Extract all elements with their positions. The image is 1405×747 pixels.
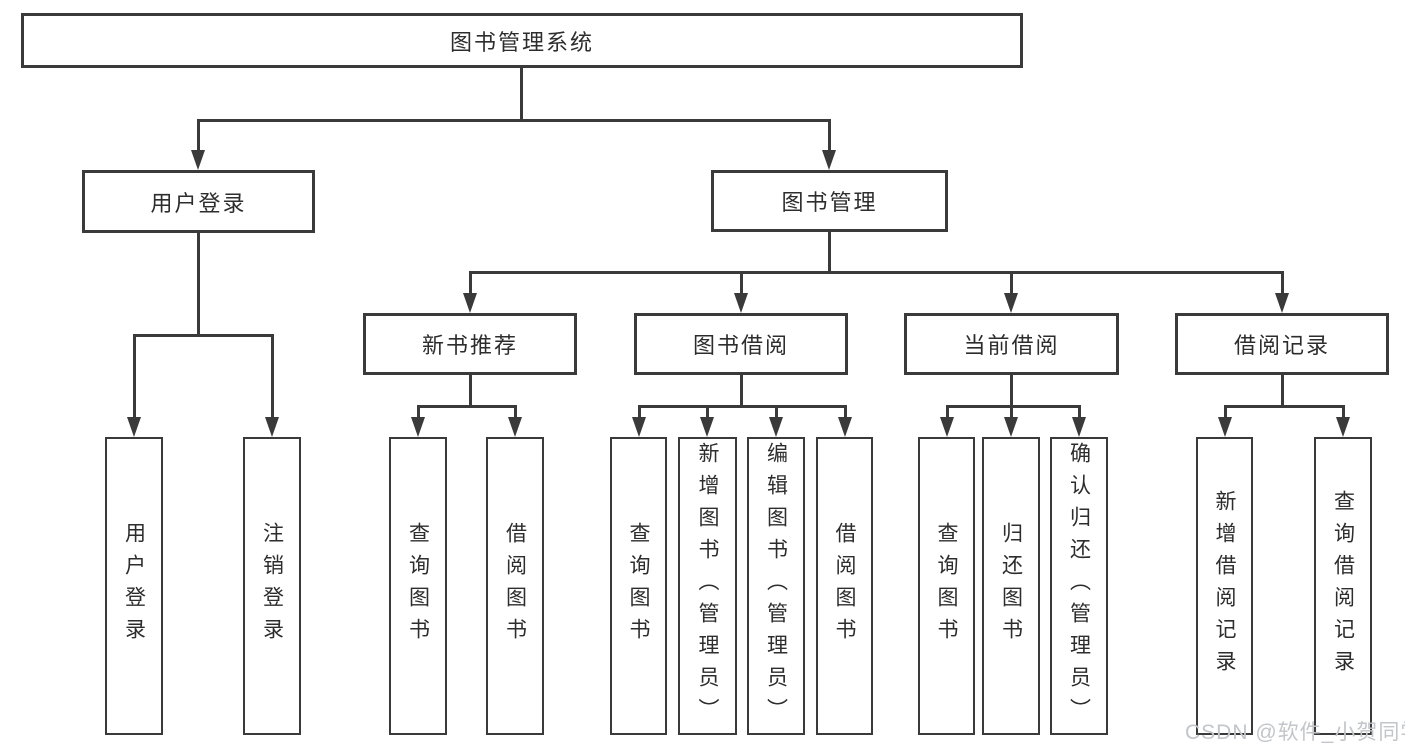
connector	[1281, 375, 1284, 408]
connector	[740, 271, 743, 295]
arrow-down-icon	[508, 417, 522, 437]
node-label: 借阅记录	[1233, 333, 1330, 358]
arrow-down-icon	[1275, 293, 1289, 313]
connector	[1281, 271, 1284, 295]
node-user-login: 用户登录	[82, 170, 315, 233]
node-label: 借阅图书	[833, 522, 856, 650]
leaf-borrow-books-1: 借阅图书	[486, 437, 544, 735]
leaf-query-books-1: 查询图书	[389, 437, 447, 735]
connector	[520, 67, 523, 122]
node-label: 确认归还（管理员）	[1067, 442, 1091, 730]
leaf-edit-book-admin: 编辑图书（管理员）	[747, 437, 805, 735]
leaf-query-books-3: 查询图书	[918, 437, 975, 735]
connector	[828, 119, 831, 152]
leaf-add-book-admin: 新增图书（管理员）	[678, 437, 737, 735]
node-label: 图书管理	[781, 190, 878, 215]
leaf-return-books: 归还图书	[982, 437, 1040, 735]
node-label: 查询图书	[627, 522, 650, 650]
connector	[133, 334, 274, 337]
node-new-book-recommend: 新书推荐	[363, 313, 577, 375]
arrow-down-icon	[1004, 293, 1018, 313]
leaf-logout: 注销登录	[243, 437, 301, 735]
node-label: 新增借阅记录	[1213, 490, 1236, 682]
arrow-down-icon	[265, 417, 279, 437]
connector	[706, 405, 709, 419]
connector	[514, 405, 517, 419]
arrow-down-icon	[734, 293, 748, 313]
connector	[828, 232, 831, 274]
arrow-down-icon	[822, 150, 836, 170]
node-label: 查询借阅记录	[1331, 490, 1355, 682]
node-label: 借阅图书	[503, 522, 527, 650]
connector	[946, 405, 1081, 408]
node-label: 用户登录	[122, 522, 146, 650]
connector	[740, 375, 743, 408]
connector	[469, 271, 1284, 274]
arrow-down-icon	[940, 417, 954, 437]
leaf-query-books-2: 查询图书	[610, 437, 667, 735]
node-label: 新增图书（管理员）	[696, 442, 719, 730]
arrow-down-icon	[191, 150, 205, 170]
connector	[1010, 271, 1013, 295]
arrow-down-icon	[1072, 417, 1086, 437]
connector	[417, 405, 420, 419]
arrow-down-icon	[1336, 417, 1350, 437]
arrow-down-icon	[769, 417, 783, 437]
connector	[946, 405, 949, 419]
arrow-down-icon	[838, 417, 852, 437]
connector	[638, 405, 641, 419]
connector	[197, 119, 831, 122]
node-label: 新书推荐	[421, 333, 518, 358]
connector	[1010, 375, 1013, 408]
node-label: 编辑图书（管理员）	[764, 442, 788, 730]
connector	[1224, 405, 1227, 419]
connector	[1342, 405, 1345, 419]
connector	[638, 405, 847, 408]
node-label: 查询图书	[935, 522, 958, 650]
leaf-borrow-books-2: 借阅图书	[816, 437, 873, 735]
connector	[1010, 405, 1013, 419]
arrow-down-icon	[1004, 417, 1018, 437]
connector	[417, 405, 517, 408]
node-label: 当前借阅	[963, 333, 1060, 358]
csdn-watermark: CSDN @软件_小贺同学	[1185, 721, 1405, 744]
leaf-query-borrow-record: 查询借阅记录	[1314, 437, 1372, 735]
leaf-confirm-return-admin: 确认归还（管理员）	[1050, 437, 1108, 735]
node-label: 图书借阅	[692, 333, 789, 358]
arrow-down-icon	[411, 417, 425, 437]
arrow-down-icon	[700, 417, 714, 437]
node-label: 图书管理系统	[449, 29, 594, 55]
node-label: 查询图书	[406, 522, 430, 650]
connector	[469, 271, 472, 295]
node-label: 用户登录	[150, 190, 247, 216]
node-library-system: 图书管理系统	[21, 13, 1023, 68]
connector	[133, 334, 136, 419]
connector	[1224, 405, 1345, 408]
arrow-down-icon	[1218, 417, 1232, 437]
connector	[844, 405, 847, 419]
connector	[271, 334, 274, 419]
node-current-borrowing: 当前借阅	[904, 313, 1119, 375]
node-book-management: 图书管理	[711, 170, 948, 232]
connector	[775, 405, 778, 419]
leaf-add-borrow-record: 新增借阅记录	[1196, 437, 1253, 735]
node-borrowing-records: 借阅记录	[1175, 313, 1389, 375]
connector	[197, 233, 200, 337]
arrow-down-icon	[463, 293, 477, 313]
node-label: 注销登录	[260, 522, 284, 650]
arrow-down-icon	[127, 417, 141, 437]
node-label: 归还图书	[999, 522, 1023, 650]
arrow-down-icon	[632, 417, 646, 437]
connector	[197, 119, 200, 152]
node-book-borrowing: 图书借阅	[634, 313, 848, 375]
connector	[469, 375, 472, 408]
leaf-user-login: 用户登录	[105, 437, 163, 735]
connector	[1078, 405, 1081, 419]
